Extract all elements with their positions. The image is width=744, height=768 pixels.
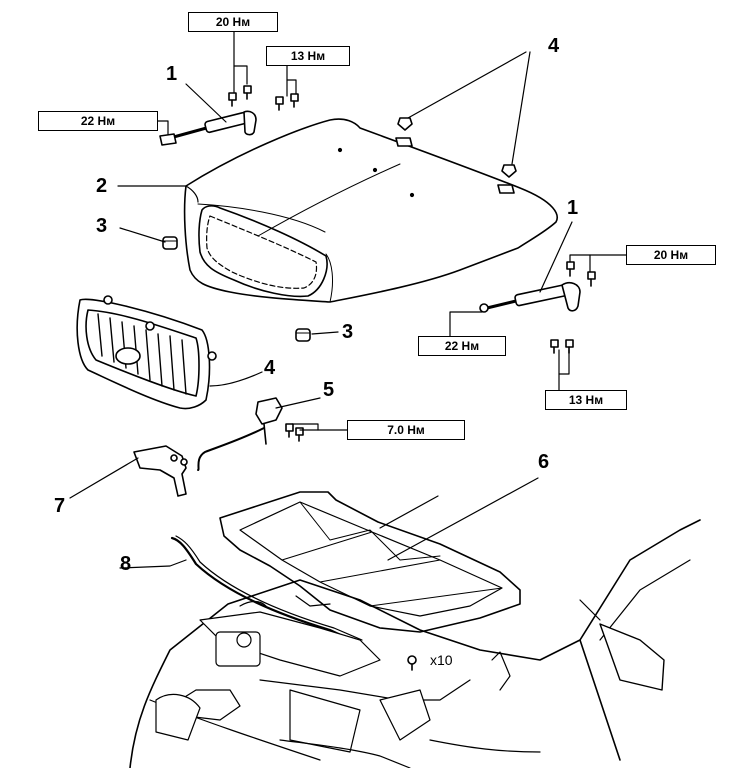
callout-seal: 8 <box>120 553 132 575</box>
clip-quantity-note: x10 <box>430 652 453 668</box>
strut-bolts-right <box>551 262 595 353</box>
hood-support-strut-left <box>160 111 256 145</box>
hood-cushion <box>163 237 310 341</box>
callout-hood: 2 <box>96 175 108 197</box>
hood-insulator <box>220 492 520 632</box>
hood-lock-latch <box>198 398 303 470</box>
hood-support-strut-right <box>480 283 580 312</box>
hood-release-lever <box>134 446 187 496</box>
vehicle-engine-bay <box>130 520 700 768</box>
callout-strut-left: 1 <box>166 63 178 85</box>
callout-insulator: 6 <box>538 451 550 473</box>
callout-strut-right: 1 <box>567 197 579 219</box>
callout-latch: 5 <box>323 379 335 401</box>
torque-label-latch: 7.0 Нм <box>347 420 465 440</box>
torque-label-strut-right-top: 20 Нм <box>626 245 716 265</box>
torque-label-strut-right-end: 22 Нм <box>418 336 506 356</box>
torque-label-strut-left-end: 22 Нм <box>38 111 158 131</box>
callout-cushion-lower: 3 <box>342 321 354 343</box>
leader-lines <box>70 30 626 568</box>
callout-cushion-upper: 3 <box>96 215 108 237</box>
strut-bolts-left <box>229 86 298 110</box>
torque-label-strut-right-bolts: 13 Нм <box>545 390 627 410</box>
hood-seal <box>172 536 362 644</box>
callout-release-lever: 7 <box>54 495 66 517</box>
torque-label-strut-left-top: 20 Нм <box>188 12 278 32</box>
torque-label-strut-left-bolts: 13 Нм <box>266 46 350 66</box>
hood-panel <box>185 119 558 302</box>
hood-bumper-upper <box>396 118 516 193</box>
callout-grille: 4 <box>264 357 276 379</box>
callout-bumper-upper: 4 <box>548 35 560 57</box>
radiator-grille <box>77 296 216 409</box>
